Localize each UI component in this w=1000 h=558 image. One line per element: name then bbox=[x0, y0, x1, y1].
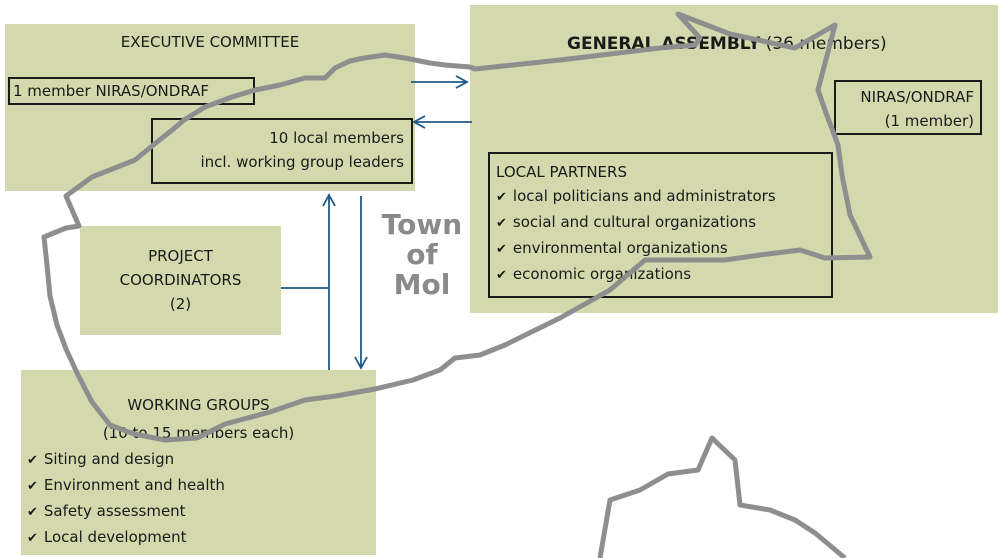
town-label-line2: of bbox=[406, 238, 438, 271]
local-partners-list: local politicians and administrators soc… bbox=[496, 186, 831, 286]
list-item: environmental organizations bbox=[496, 238, 831, 260]
local-members-box: 10 local members incl. working group lea… bbox=[151, 118, 413, 184]
assembly-niras-line2: (1 member) bbox=[884, 112, 974, 130]
list-item: Environment and health bbox=[27, 473, 225, 499]
list-item: Safety assessment bbox=[27, 499, 225, 525]
project-coordinators-panel: PROJECT COORDINATORS (2) bbox=[80, 226, 281, 335]
list-item: Local development bbox=[27, 525, 225, 551]
town-outline-upper bbox=[41, 11, 873, 443]
working-groups-list: Siting and design Environment and health… bbox=[27, 447, 225, 551]
list-item: local politicians and administrators bbox=[496, 186, 831, 208]
local-partners-title: LOCAL PARTNERS bbox=[496, 163, 627, 181]
general-assembly-panel: GENERAL ASSEMBLY (36 members) NIRAS/ONDR… bbox=[470, 5, 998, 313]
local-partners-box: LOCAL PARTNERS local politicians and adm… bbox=[488, 152, 833, 298]
local-members-line2: incl. working group leaders bbox=[200, 153, 404, 171]
project-coordinators-line1: PROJECT bbox=[148, 247, 213, 265]
project-coordinators-line2: COORDINATORS bbox=[119, 271, 242, 289]
town-label-line1: Town bbox=[381, 208, 463, 241]
niras-member-label: 1 member NIRAS/ONDRAF bbox=[13, 82, 210, 100]
list-item: social and cultural organizations bbox=[496, 212, 831, 234]
town-label-line3: Mol bbox=[393, 268, 451, 301]
general-assembly-title-bold: GENERAL ASSEMBLY bbox=[567, 34, 761, 54]
town-outline-lower bbox=[597, 435, 847, 558]
assembly-niras-box: NIRAS/ONDRAF (1 member) bbox=[834, 80, 982, 135]
list-item: economic organizations bbox=[496, 264, 831, 286]
assembly-niras-line1: NIRAS/ONDRAF bbox=[860, 88, 974, 106]
local-members-line1: 10 local members bbox=[269, 129, 404, 147]
working-groups-title: WORKING GROUPS bbox=[127, 396, 270, 414]
project-coordinators-line3: (2) bbox=[169, 295, 192, 313]
executive-committee-panel: EXECUTIVE COMMITTEE 1 member NIRAS/ONDRA… bbox=[5, 24, 415, 191]
list-item: Siting and design bbox=[27, 447, 225, 473]
executive-committee-title: EXECUTIVE COMMITTEE bbox=[120, 33, 300, 51]
town-label: Town of Mol bbox=[372, 210, 472, 300]
